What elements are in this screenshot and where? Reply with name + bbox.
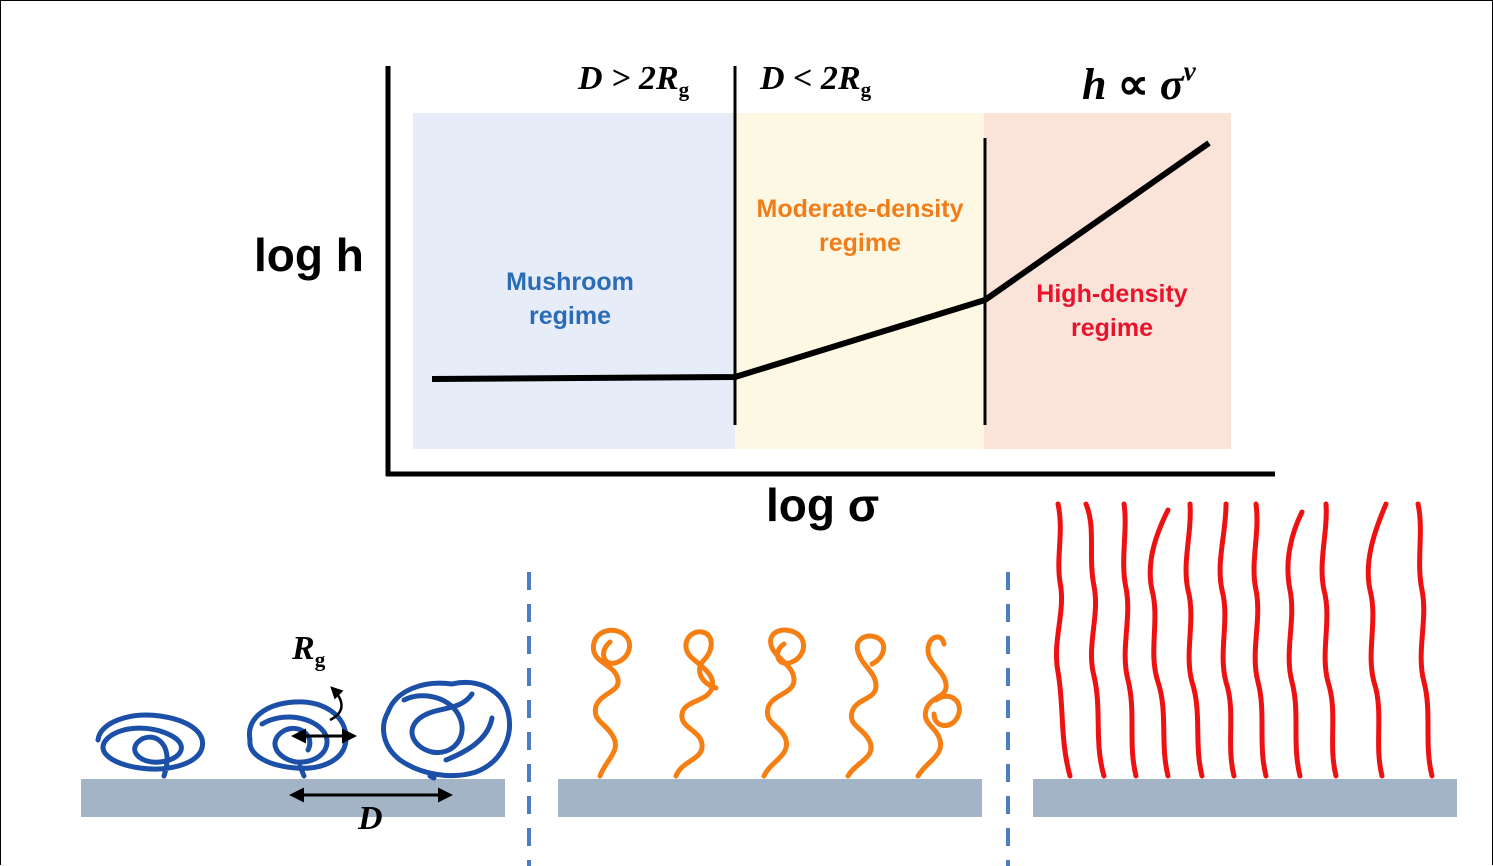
- moderate-density-regime-panel: [735, 113, 984, 449]
- scaling-law: h ∝ σν: [1082, 56, 1196, 110]
- moderate-brush-4: [845, 633, 887, 779]
- high-brush-1: [1053, 501, 1073, 779]
- moderate-brush-1: [590, 627, 632, 779]
- high-brush-5: [1183, 501, 1205, 779]
- polymer-coil-3: [381, 680, 512, 781]
- substrate-moderate: [558, 779, 982, 817]
- substrate-high: [1033, 779, 1457, 817]
- substrate-mushroom: [81, 779, 505, 817]
- condition-brush: D < 2Rg: [760, 60, 872, 102]
- moderate-brush-2: [673, 629, 719, 779]
- high-brush-10: [1365, 501, 1389, 779]
- brush-height-curve: [431, 140, 1211, 382]
- high-density-regime-panel: [984, 113, 1231, 449]
- high-brush-2: [1083, 501, 1107, 779]
- y-axis-label: log h: [254, 229, 364, 281]
- rg-pointer-arrow: [329, 686, 344, 722]
- x-axis-label: log σ: [766, 479, 880, 531]
- moderate-brush-5: [915, 634, 962, 779]
- high-brush-6: [1217, 501, 1237, 779]
- polymer-coil-1: [95, 712, 206, 779]
- high-brush-3: [1121, 501, 1139, 779]
- moderate-brush-3: [761, 627, 806, 779]
- mushroom-regime-panel: [413, 113, 735, 449]
- high-brush-8: [1285, 509, 1305, 779]
- high-brush-4: [1147, 507, 1171, 779]
- distance-d-label: D: [358, 800, 383, 837]
- polymer-coil-2: [247, 699, 349, 779]
- rg-label: Rg: [292, 630, 326, 672]
- condition-mushroom: D > 2Rg: [578, 60, 690, 102]
- high-brush-7: [1251, 501, 1269, 779]
- high-brush-11: [1415, 501, 1435, 779]
- high-brush-9: [1319, 501, 1339, 779]
